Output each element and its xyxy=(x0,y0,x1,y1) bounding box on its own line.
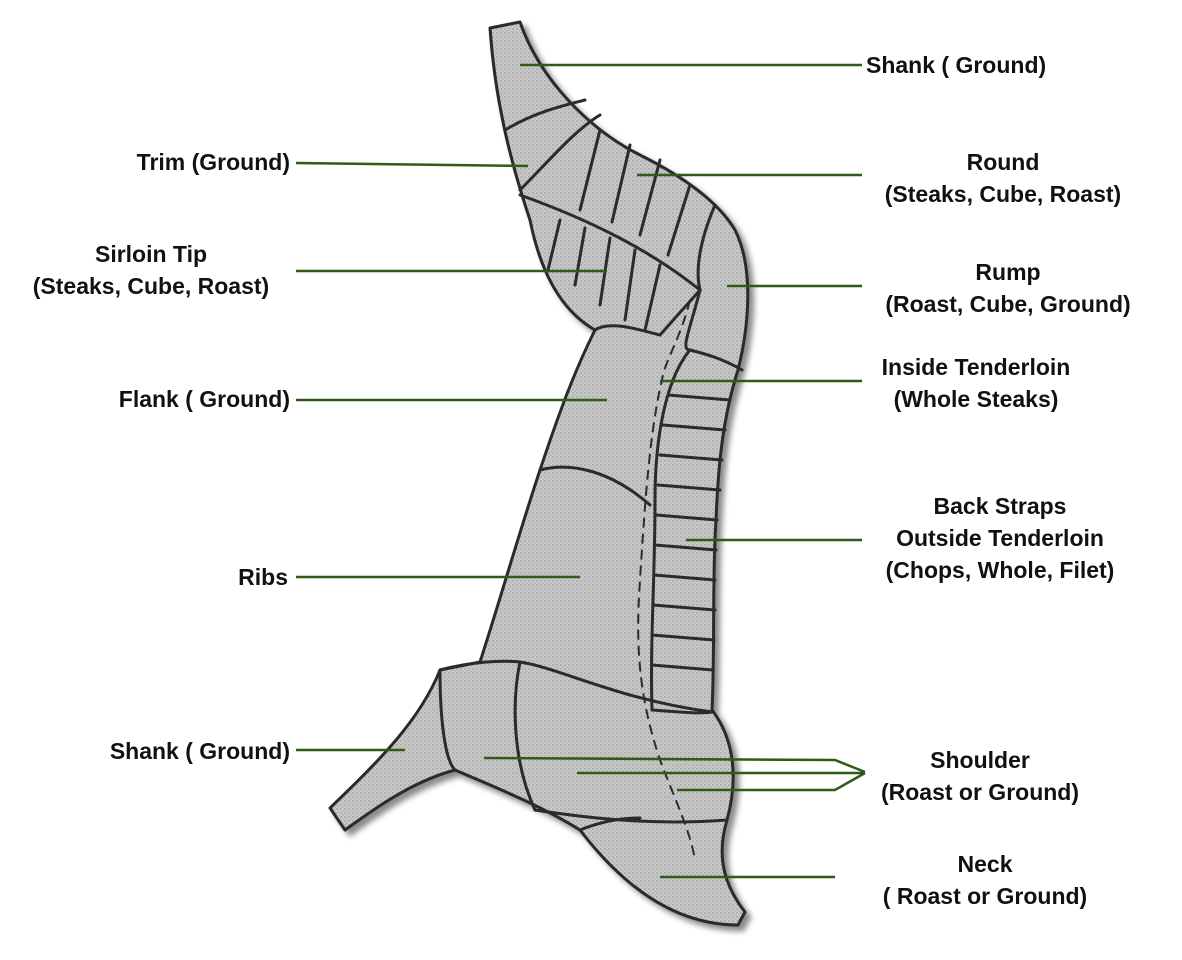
leader-shoulder-3 xyxy=(677,771,866,792)
label-ribs-text: Ribs xyxy=(238,564,288,590)
label-flank-text: Flank ( Ground) xyxy=(118,386,290,412)
label-rump-line1: Rump xyxy=(975,259,1041,285)
leader-trim xyxy=(295,161,529,168)
label-sirloin-tip-line1: Sirloin Tip xyxy=(94,241,208,267)
label-round-line1: Round xyxy=(966,149,1040,175)
label-back-straps-line1: Back Straps xyxy=(933,493,1067,519)
label-shoulder: Shoulder (Roast or Ground) xyxy=(862,744,1098,808)
label-rump-line2: (Roast, Cube, Ground) xyxy=(885,291,1131,317)
cut-lines xyxy=(438,98,744,832)
label-inside-tenderloin-line1: Inside Tenderloin xyxy=(881,354,1071,380)
label-round: Round (Steaks, Cube, Roast) xyxy=(862,146,1144,210)
label-back-straps: Back Straps Outside Tenderloin (Chops, W… xyxy=(862,490,1138,586)
label-inside-tenderloin: Inside Tenderloin (Whole Steaks) xyxy=(862,351,1090,415)
label-neck-line1: Neck xyxy=(957,851,1013,877)
label-round-line2: (Steaks, Cube, Roast) xyxy=(884,181,1122,207)
label-back-straps-line3: (Chops, Whole, Filet) xyxy=(885,557,1115,583)
label-shank-bottom: Shank ( Ground) xyxy=(110,735,290,767)
label-shank-top: Shank ( Ground) xyxy=(866,49,1046,81)
label-shoulder-line1: Shoulder xyxy=(930,747,1030,773)
label-sirloin-tip-line2: (Steaks, Cube, Roast) xyxy=(32,273,270,299)
label-sirloin-tip: Sirloin Tip (Steaks, Cube, Roast) xyxy=(6,238,296,302)
label-flank: Flank ( Ground) xyxy=(119,383,290,415)
label-back-straps-line2: Outside Tenderloin xyxy=(896,525,1104,551)
label-inside-tenderloin-line2: (Whole Steaks) xyxy=(893,386,1059,412)
label-shank-top-text: Shank ( Ground) xyxy=(866,52,1047,78)
label-trim: Trim (Ground) xyxy=(137,146,290,178)
label-ribs: Ribs xyxy=(238,561,288,593)
label-rump: Rump (Roast, Cube, Ground) xyxy=(862,256,1154,320)
leader-shoulder-1 xyxy=(483,756,866,774)
label-shoulder-line2: (Roast or Ground) xyxy=(880,779,1080,805)
label-neck: Neck ( Roast or Ground) xyxy=(862,848,1108,912)
label-neck-line2: ( Roast or Ground) xyxy=(882,883,1088,909)
leader-lines xyxy=(295,63,866,879)
label-shank-bottom-text: Shank ( Ground) xyxy=(109,738,290,764)
label-trim-text: Trim (Ground) xyxy=(136,149,290,175)
